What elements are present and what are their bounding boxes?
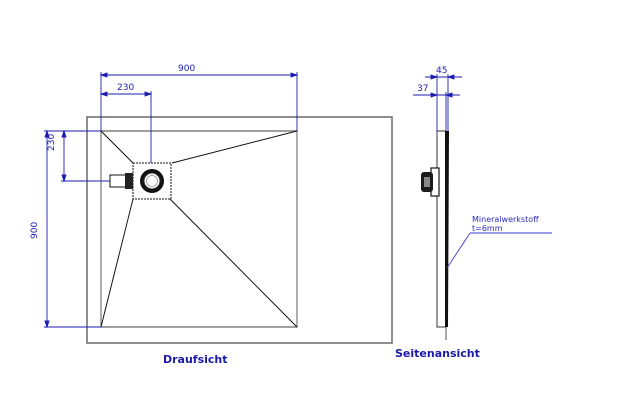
side-view-drawing xyxy=(421,130,449,340)
top-view-title: Draufsicht xyxy=(163,353,228,366)
side-view-title: Seitenansicht xyxy=(395,347,480,360)
side-view-dimensions xyxy=(413,74,552,269)
top-view-dimensions xyxy=(44,72,299,329)
dim-top-width-900: 900 xyxy=(178,64,196,74)
tray-side-profile xyxy=(436,130,447,328)
drain-pipe-collar xyxy=(125,173,133,189)
dim-side-thickness-45: 45 xyxy=(436,66,448,76)
dim-side-inner-37: 37 xyxy=(417,84,429,94)
material-note-line2: t=6mm xyxy=(472,224,503,233)
dim-top-drain-x-230: 230 xyxy=(117,83,135,93)
top-view-drawing xyxy=(86,116,393,344)
dim-top-drain-y-230: 230 xyxy=(47,133,57,151)
material-note-line1: Mineralwerkstoff xyxy=(472,215,539,224)
slope-lines xyxy=(100,130,298,328)
tray-surface-layer xyxy=(445,131,449,327)
tray-outer-frame xyxy=(86,116,393,344)
drain-pipe xyxy=(109,174,127,188)
dim-top-height-900: 900 xyxy=(30,221,40,239)
